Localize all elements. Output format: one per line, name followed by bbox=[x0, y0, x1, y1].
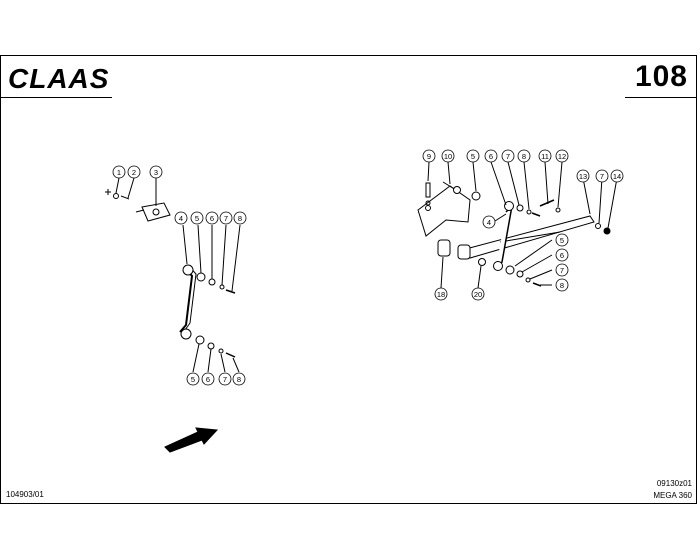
callout-number: 13 bbox=[579, 172, 587, 181]
drawing-info: 09130z01 MEGA 360 bbox=[653, 478, 692, 502]
callout-number: 6 bbox=[210, 214, 214, 223]
arrow-icon bbox=[164, 427, 219, 453]
callout-number: 7 bbox=[560, 266, 564, 275]
callout-number: 11 bbox=[541, 152, 549, 161]
callout-4 bbox=[174, 211, 188, 225]
callout-number: 8 bbox=[238, 214, 242, 223]
claas-logo: CLAAS bbox=[8, 64, 109, 92]
callout-number: 1 bbox=[117, 168, 121, 177]
sheet-frame bbox=[0, 55, 697, 504]
callout-number: 6 bbox=[489, 152, 493, 161]
callout-number: 14 bbox=[613, 172, 621, 181]
callout-number: 3 bbox=[154, 168, 158, 177]
document-code: 104903/01 bbox=[6, 490, 44, 499]
right-assembly bbox=[417, 161, 618, 289]
callout-number: 6 bbox=[560, 251, 564, 260]
header-rule-right bbox=[625, 97, 697, 98]
callout-number: 8 bbox=[237, 375, 241, 384]
callout-number: 9 bbox=[427, 152, 431, 161]
callout-number: 8 bbox=[522, 152, 526, 161]
page-number: 108 bbox=[634, 60, 688, 93]
callout-number: 5 bbox=[471, 152, 475, 161]
callout-number: 12 bbox=[558, 152, 566, 161]
callout-number: 6 bbox=[206, 375, 210, 384]
drawing-code: 09130z01 bbox=[656, 479, 692, 488]
callout-number: 7 bbox=[224, 214, 228, 223]
left-assembly bbox=[105, 177, 241, 373]
callout-number: 7 bbox=[506, 152, 510, 161]
model-name: MEGA 360 bbox=[653, 491, 692, 500]
callout-1 bbox=[112, 165, 126, 179]
header-rule-left bbox=[0, 97, 112, 98]
callout-6 bbox=[205, 211, 219, 225]
callout-2 bbox=[127, 165, 141, 179]
callout-7 bbox=[219, 211, 233, 225]
callout-number: 4 bbox=[487, 218, 491, 227]
callout-number: 2 bbox=[132, 168, 136, 177]
callout-number: 10 bbox=[444, 152, 452, 161]
callout-number: 4 bbox=[179, 214, 183, 223]
callout-number: 18 bbox=[437, 290, 445, 299]
callout-3 bbox=[149, 165, 163, 179]
callout-8 bbox=[233, 211, 247, 225]
callout-number: CLAAS bbox=[8, 64, 109, 92]
callout-number: 5 bbox=[195, 214, 199, 223]
callout-number: 20 bbox=[474, 290, 482, 299]
callout-number: 7 bbox=[600, 172, 604, 181]
callout-number: 5 bbox=[191, 375, 195, 384]
callout-number: 7 bbox=[223, 375, 227, 384]
callout-number: 5 bbox=[560, 236, 564, 245]
callout-5 bbox=[190, 211, 204, 225]
callout-number: 8 bbox=[560, 281, 564, 290]
